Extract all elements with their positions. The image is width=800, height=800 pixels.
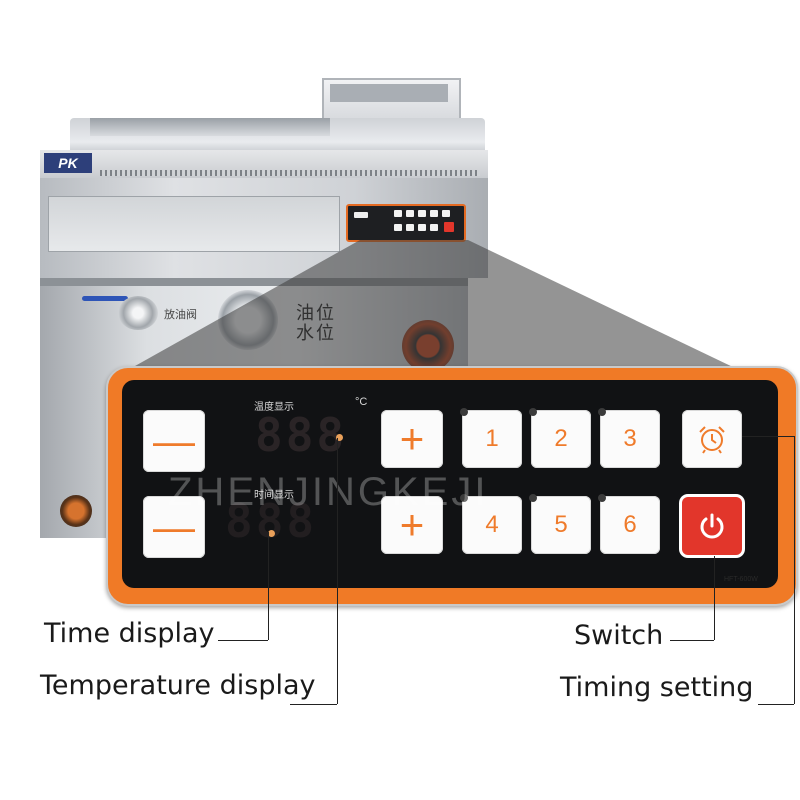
mini-button: [430, 210, 438, 217]
switch-leader-horizontal: [670, 640, 714, 641]
timing-leader-horizontal: [758, 704, 794, 705]
preset-led: [460, 408, 468, 416]
preset-label: 3: [623, 425, 637, 452]
switch-callout: Switch: [574, 620, 664, 651]
temperature-display-callout: Temperature display: [40, 670, 316, 701]
switch-leader-vertical: [714, 556, 715, 640]
mini-button: [442, 210, 450, 217]
preset-button-2[interactable]: 2: [529, 408, 591, 468]
temperature-display: 888: [255, 408, 348, 462]
power-icon: [700, 513, 724, 539]
temperature-minus-button[interactable]: —: [143, 410, 205, 472]
mini-button: [394, 210, 402, 217]
time-display: 888: [225, 494, 318, 548]
mini-button: [418, 224, 426, 231]
alarm-clock-icon: [699, 426, 725, 454]
mini-button: [406, 224, 414, 231]
temperature-unit: °C: [355, 396, 368, 408]
preset-led: [598, 408, 606, 416]
time-leader-vertical: [268, 532, 269, 640]
preset-label: 2: [554, 425, 568, 452]
brand-logo: PK: [44, 153, 92, 173]
temperature-display-label: 温度显示: [254, 402, 294, 413]
model-code: HFT-600W: [724, 576, 758, 583]
minus-icon: —: [153, 417, 195, 464]
preset-led: [460, 494, 468, 502]
preset-label: 1: [485, 425, 499, 452]
timing-leader-vertical: [794, 436, 795, 704]
plus-icon: +: [399, 501, 425, 548]
temperature-plus-button[interactable]: +: [381, 410, 443, 468]
time-plus-button[interactable]: +: [381, 496, 443, 554]
time-leader-horizontal: [218, 640, 268, 641]
time-display-label: 时间显示: [254, 490, 294, 501]
mini-display: [354, 212, 368, 218]
preset-button-1[interactable]: 1: [460, 408, 522, 468]
preset-led: [598, 494, 606, 502]
preset-button-3[interactable]: 3: [598, 408, 660, 468]
mini-control-panel: [346, 204, 466, 242]
caster-wheel: [60, 495, 92, 527]
timing-setting-callout: Timing setting: [560, 672, 754, 703]
preset-label: 5: [554, 511, 568, 538]
zoom-beam: [110, 240, 760, 380]
control-panel: [122, 380, 778, 588]
watermark: ZHENJINGKEJI: [168, 470, 489, 514]
fryer-tank-opening: [90, 118, 330, 136]
minus-icon: —: [153, 503, 195, 550]
preset-button-5[interactable]: 5: [529, 494, 591, 554]
cabinet-gap: [40, 278, 468, 286]
mini-power-button: [444, 222, 454, 232]
vent-grille: [100, 170, 480, 176]
timer-button[interactable]: [682, 410, 742, 468]
mini-button: [394, 224, 402, 231]
basket-rim: [330, 84, 448, 102]
drain-valve-handle: [82, 296, 128, 301]
plus-icon: +: [399, 415, 425, 462]
time-minus-button[interactable]: —: [143, 496, 205, 558]
time-display-callout: Time display: [44, 618, 215, 649]
preset-led: [529, 494, 537, 502]
preset-led: [529, 408, 537, 416]
preset-label: 6: [623, 511, 637, 538]
temperature-indicator: [336, 434, 343, 441]
mini-button: [430, 224, 438, 231]
preset-button-4[interactable]: 4: [460, 494, 522, 554]
time-indicator: [268, 530, 275, 537]
valve-label: 放油阀: [164, 309, 197, 321]
mini-button: [406, 210, 414, 217]
preset-button-6[interactable]: 6: [598, 494, 660, 554]
temperature-leader-vertical: [337, 438, 338, 704]
timing-leader-top: [742, 436, 794, 437]
temperature-leader-horizontal: [290, 704, 337, 705]
mini-button: [418, 210, 426, 217]
power-switch-button[interactable]: [682, 497, 742, 555]
front-panel-groove: [48, 196, 340, 252]
preset-label: 4: [485, 511, 499, 538]
drain-valve: [118, 296, 158, 330]
